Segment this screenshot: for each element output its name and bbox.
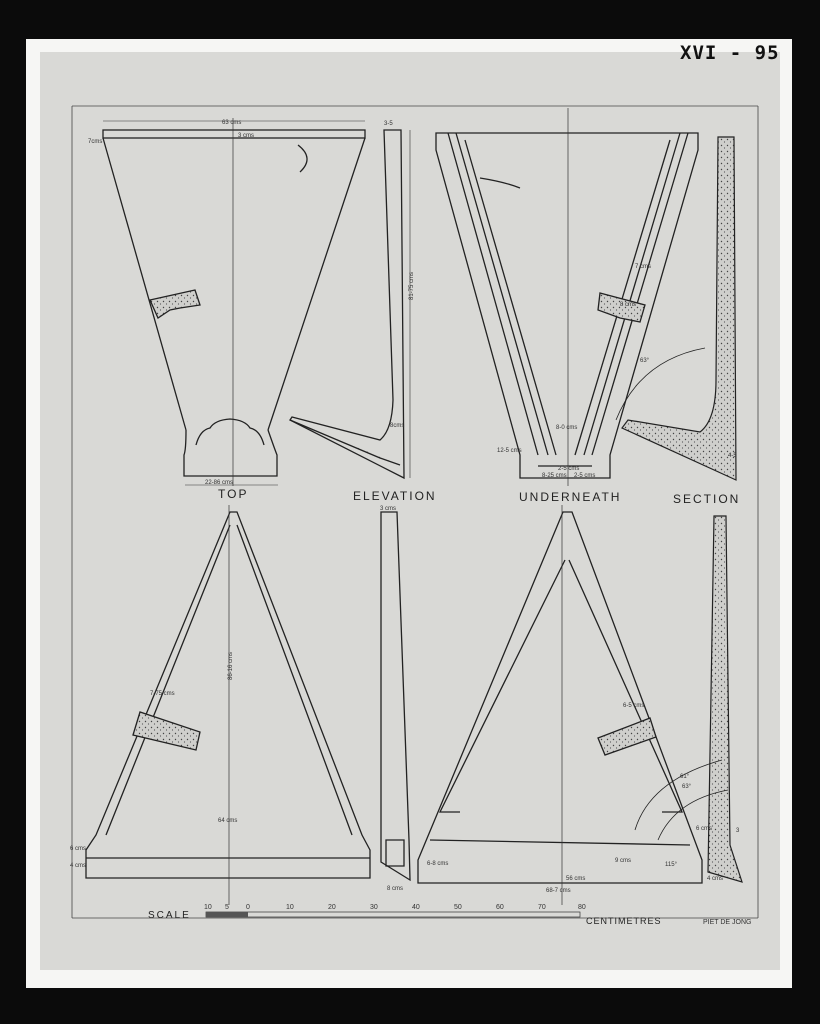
elevation-upper — [289, 129, 405, 480]
dim-base-width: 22-86 cms — [205, 480, 233, 486]
dim-lower-height: 86-16 cms — [228, 652, 234, 680]
scale-tick-0: 0 — [246, 904, 250, 911]
dim-under-base-c: 2-5 cms — [574, 473, 595, 479]
dim-elev-height: 81-75 cms — [409, 272, 415, 300]
dim-under-neck: 8-0 cms — [556, 425, 577, 431]
scale-label: SCALE — [148, 910, 191, 921]
section-upper — [615, 136, 737, 481]
scale-tick-30: 30 — [370, 904, 378, 911]
dim-under-base-h: 12-5 cms — [497, 448, 522, 454]
scale-bar: SCALE 10 5 0 10 20 30 40 50 60 70 80 CEN… — [148, 904, 662, 926]
dim-top-edge: 7cms — [88, 139, 102, 145]
dim-lower-angle2: 63° — [682, 784, 692, 790]
dim-elev-top: 3-5 — [384, 121, 393, 127]
scale-tick-5: 5 — [225, 904, 229, 911]
label-section: SECTION — [673, 492, 740, 506]
underneath-upper — [435, 132, 699, 479]
plate-id: XVI - 95 — [680, 42, 780, 64]
dim-lower-elev-foot: 8 cms — [387, 886, 403, 892]
signature: PIET DE JONG — [703, 919, 752, 926]
dim-under-inner: 8 cms — [620, 302, 636, 308]
scale-unit: CENTIMETRES — [586, 916, 662, 926]
scale-tick-10: 10 — [286, 904, 294, 911]
dim-lower-under-w1: 56 cms — [566, 876, 585, 882]
dim-lower-edge: 7-75 cms — [150, 691, 175, 697]
dim-section-foot: 4-5 — [728, 453, 737, 459]
label-top: TOP — [218, 487, 248, 501]
dim-lower-base-width: 64 cms — [218, 818, 237, 824]
dim-lower-base-h1: 6 cms — [70, 846, 86, 852]
dim-lower-angle3: 115° — [665, 862, 678, 868]
dim-elev-foot: 8cms — [390, 423, 404, 429]
scale-tick-20: 20 — [328, 904, 336, 911]
underneath-lower — [417, 511, 703, 884]
dim-under-base-b: 8-25 cms — [542, 473, 567, 479]
scale-tick-40: 40 — [412, 904, 420, 911]
dim-top-width: 63 cms — [222, 120, 241, 126]
dim-lower-elev-top: 3 cms — [380, 506, 396, 512]
dim-lower-angle1: 61° — [680, 774, 690, 780]
dim-top-thick: 3 cms — [238, 133, 254, 139]
label-underneath: UNDERNEATH — [519, 490, 621, 504]
dim-under-base-a: 2-5 cms — [558, 466, 579, 472]
dim-section-angle: 63° — [640, 358, 650, 364]
dim-under-top: 7 cms — [635, 264, 651, 270]
section-lower — [634, 515, 743, 883]
dim-lower-under-h: 6-8 cms — [427, 861, 448, 867]
dim-lower-section-h: 6 cms — [696, 826, 712, 832]
dim-lower-under-w2: 68-7 cms — [546, 888, 571, 894]
dim-lower-section-w: 3 — [736, 828, 740, 834]
scale-tick-70: 70 — [538, 904, 546, 911]
scale-tick-80: 80 — [578, 904, 586, 911]
scale-tick-50: 50 — [454, 904, 462, 911]
top-view-lower — [85, 511, 371, 879]
dim-lower-under-edge: 6-5 cms — [623, 703, 644, 709]
top-view — [102, 129, 366, 477]
dim-lower-base-h2: 4 cms — [70, 863, 86, 869]
elevation-lower — [380, 511, 411, 882]
drawing-frame — [71, 105, 759, 919]
scale-tick-60: 60 — [496, 904, 504, 911]
dim-lower-under-mid: 9 cms — [615, 858, 631, 864]
label-elevation: ELEVATION — [353, 489, 437, 503]
dim-lower-section-foot: 4 cms — [707, 876, 723, 882]
scale-tick-10l: 10 — [204, 904, 212, 911]
